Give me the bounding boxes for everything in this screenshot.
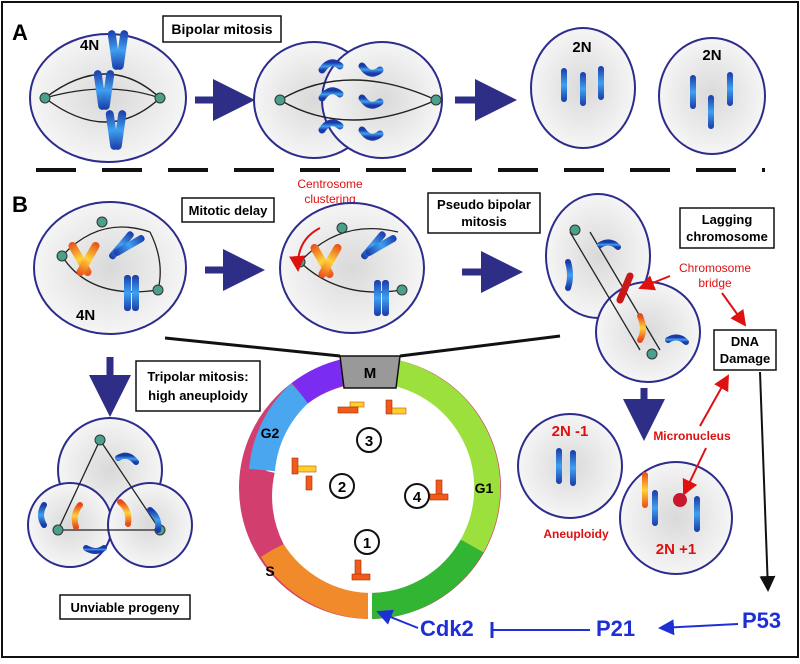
cell-a3-ploidy: 2N xyxy=(572,39,591,56)
cell-b-tripolar xyxy=(27,417,193,568)
step-1-marker xyxy=(354,529,380,555)
mitotic-delay-box xyxy=(181,197,275,223)
cell-2n-minus-label: 2N -1 xyxy=(552,423,589,440)
phase-m: M xyxy=(364,365,377,382)
cell-b1-ploidy: 4N xyxy=(76,307,95,324)
panel-b-letter: B xyxy=(12,192,28,217)
lagging-box xyxy=(679,207,775,249)
p53-label: P53 xyxy=(742,608,781,633)
step-4: 4 xyxy=(413,489,422,506)
step-3: 3 xyxy=(365,433,373,450)
chromosome-bridge-line1: Chromosome xyxy=(679,261,751,275)
unviable-label: Unviable progeny xyxy=(70,600,180,615)
cell-2n-minus-1: 2N -1 xyxy=(517,413,623,519)
bipolar-mitosis-label-box xyxy=(162,15,282,43)
phase-g1: G1 xyxy=(475,480,494,496)
phase-g2: G2 xyxy=(261,425,280,441)
p53-to-p21-arrow xyxy=(658,619,739,636)
cell-b2-clustering xyxy=(279,202,425,334)
lagging-line1: Lagging xyxy=(702,212,753,227)
aneuploidy-label: Aneuploidy xyxy=(543,527,609,541)
unviable-box xyxy=(59,594,191,620)
panel-a-letter: A xyxy=(12,20,28,45)
cell-b1-multipolar: 4N xyxy=(33,201,187,335)
cell-a1-ploidy: 4N xyxy=(80,37,99,54)
tripolar-line2: high aneuploidy xyxy=(148,388,248,403)
p21-label: P21 xyxy=(596,616,635,641)
dna-damage-line1: DNA xyxy=(731,334,760,349)
centrosome-icons xyxy=(291,399,449,581)
cell-2n-plus-1: 2N +1 xyxy=(619,461,733,575)
pseudo-bipolar-box xyxy=(427,192,541,234)
dna-damage-box xyxy=(713,329,777,371)
cell-a1-metaphase: 4N xyxy=(29,30,187,163)
cell-2n-plus-label: 2N +1 xyxy=(656,541,696,558)
cell-b3-lagging xyxy=(545,193,701,383)
micronucleus-label: Micronucleus xyxy=(653,429,731,443)
step-3-marker xyxy=(356,427,382,453)
tripolar-line1: Tripolar mitosis: xyxy=(147,369,248,384)
micronucleus-to-damage-arrow xyxy=(699,374,729,427)
step-2-marker xyxy=(329,473,355,499)
step-2: 2 xyxy=(338,479,346,496)
cdk2-label: Cdk2 xyxy=(420,616,474,641)
step-1: 1 xyxy=(363,535,371,552)
centrosome-clustering-line1: Centrosome xyxy=(297,177,363,191)
cdk2-to-cycle-arrow xyxy=(376,609,419,629)
cell-a4-daughter: 2N xyxy=(658,37,766,155)
dna-damage-line2: Damage xyxy=(720,351,771,366)
cell-a3-daughter: 2N xyxy=(530,27,636,149)
cell-a4-ploidy: 2N xyxy=(702,47,721,64)
connector-left xyxy=(164,336,341,358)
bridge-to-damage-arrow xyxy=(721,292,747,327)
step-4-marker xyxy=(404,483,430,509)
cell-cycle-wheel xyxy=(239,355,501,620)
pseudo-bipolar-line1: Pseudo bipolar xyxy=(437,197,531,212)
lagging-line2: chromosome xyxy=(686,229,768,244)
bridge-arrow xyxy=(638,275,671,291)
pseudo-bipolar-line2: mitosis xyxy=(461,214,507,229)
micronucleus-arrow xyxy=(682,447,707,496)
cell-a2-anaphase xyxy=(253,41,443,159)
phase-s: S xyxy=(265,563,274,579)
damage-to-p53-arrow xyxy=(759,371,776,592)
connector-right xyxy=(399,334,561,358)
bipolar-mitosis-label: Bipolar mitosis xyxy=(171,21,272,37)
mitotic-delay-label: Mitotic delay xyxy=(189,203,269,218)
chromosome-bridge-line2: bridge xyxy=(698,276,732,290)
tripolar-box xyxy=(135,360,261,412)
